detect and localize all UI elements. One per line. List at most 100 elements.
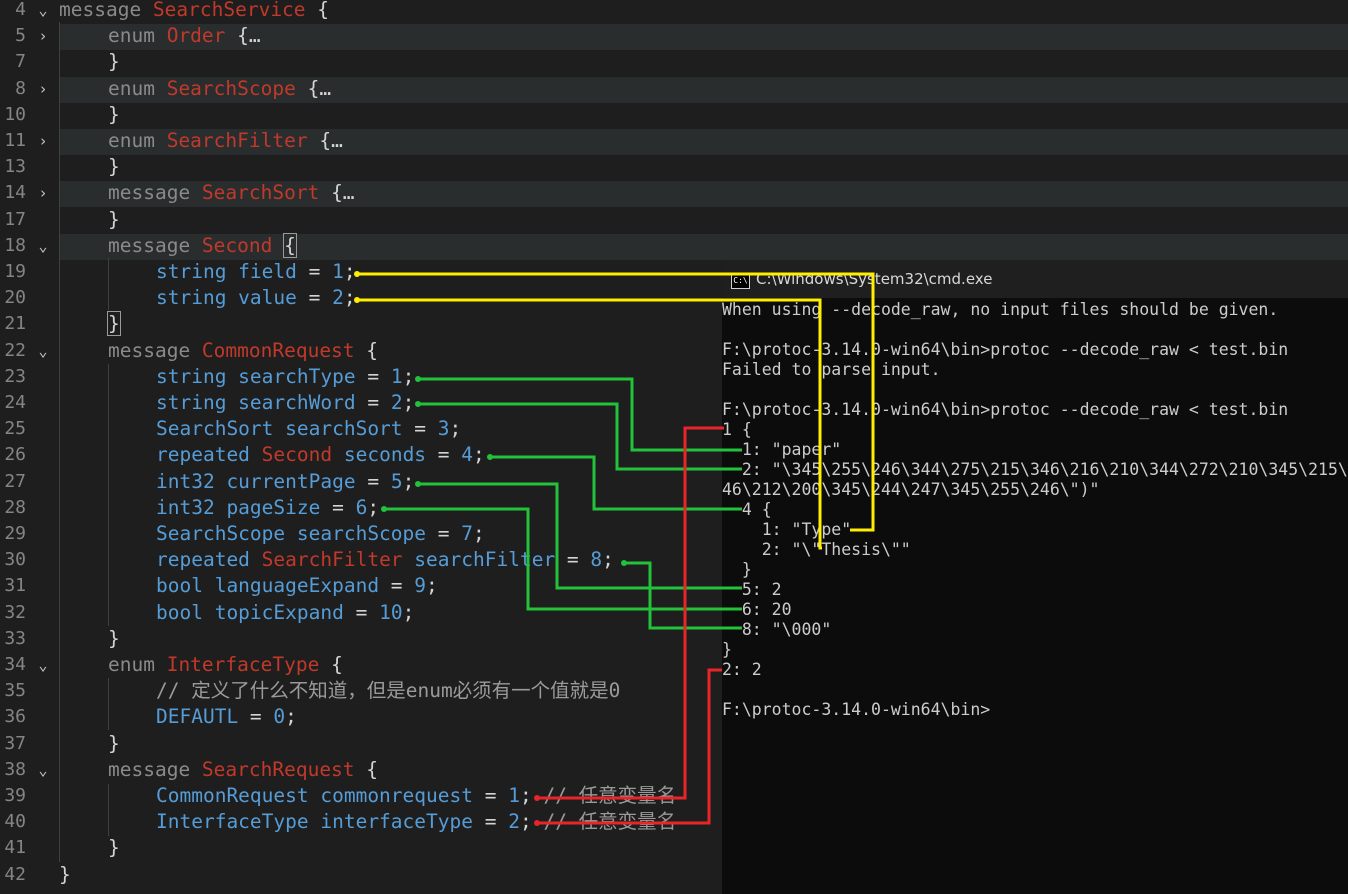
terminal-title-bar[interactable]: C:\ C:\Windows\System32\cmd.exe: [722, 260, 1348, 298]
code-line[interactable]: 18⌄message Second {: [4, 232, 1348, 260]
code-token: =: [472, 810, 509, 834]
code-token: SearchRequest: [201, 757, 355, 781]
code-text: int32 pageSize = 6;: [156, 496, 379, 520]
code-token: ;: [473, 522, 485, 545]
code-line[interactable]: 21}: [0, 311, 1348, 338]
yellow-connector-field: [357, 272, 875, 532]
code-token: bool languageExpand: [156, 574, 380, 598]
line-number: 33: [4, 627, 26, 649]
chevron-down-icon[interactable]: ⌄: [38, 760, 48, 779]
line-number: 38: [4, 758, 26, 780]
code-token: SearchSort searchSort: [156, 417, 403, 441]
chevron-right-icon[interactable]: ›: [38, 184, 48, 203]
code-text: enum Order {…: [108, 24, 261, 48]
code-token: =: [296, 286, 333, 310]
code-line[interactable]: 22⌄message CommonRequest {: [0, 339, 1348, 365]
code-line[interactable]: 25 SearchSort searchSort = 3;: [0, 417, 1348, 443]
code-token: enum: [108, 24, 167, 48]
yellow-connector-value: [357, 298, 822, 550]
code-token: SearchScope: [166, 76, 296, 100]
chevron-down-icon[interactable]: ⌄: [38, 656, 48, 674]
terminal-line: Failed to parse input.: [722, 360, 941, 379]
line-number: 42: [4, 863, 26, 885]
code-line[interactable]: 14›message SearchSort {…: [4, 181, 1348, 208]
cmd-terminal-window[interactable]: C:\ C:\Windows\System32\cmd.exe When usi…: [722, 260, 1348, 894]
code-line[interactable]: 34⌄enum InterfaceType {: [0, 653, 1348, 679]
green-connector-seconds-dot: [487, 454, 493, 460]
code-text: enum SearchScope {…: [108, 77, 331, 101]
code-token: message: [108, 338, 202, 362]
line-number: 21: [4, 313, 26, 335]
code-line[interactable]: 26 repeated Second seconds = 4;: [0, 443, 1348, 469]
code-token: =: [320, 495, 356, 519]
code-text: DEFAUTL = 0;: [156, 705, 297, 729]
line-number: 40: [4, 811, 26, 833]
code-line[interactable]: 11›enum SearchFilter {…: [4, 129, 1348, 155]
code-line[interactable]: 5›enum Order {…: [15, 24, 1348, 51]
code-token: }: [108, 836, 120, 860]
chevron-right-icon[interactable]: ›: [38, 79, 48, 98]
line-number: 26: [4, 444, 26, 466]
code-token: 0: [273, 705, 286, 729]
code-token: enum: [108, 129, 167, 152]
code-text: SearchSort searchSort = 3;: [156, 417, 461, 441]
code-line[interactable]: 13}: [0, 155, 1348, 181]
code-line[interactable]: 10}: [0, 103, 1348, 129]
terminal-line: When using --decode_raw, no input files …: [722, 300, 1279, 319]
code-token: string searchType: [156, 364, 356, 388]
code-token: bool topicExpand: [156, 600, 344, 624]
code-line[interactable]: 35// 定义了什么不知道，但是enum必须有一个值就是0: [0, 679, 1348, 705]
code-token: {…: [307, 129, 343, 152]
code-token: 9: [414, 574, 427, 598]
line-number: 41: [4, 837, 26, 859]
code-line[interactable]: 33}: [0, 627, 1348, 653]
code-token: =: [238, 705, 274, 729]
code-line[interactable]: 17}: [0, 208, 1348, 234]
red-connector-commonrequest: [537, 426, 724, 800]
code-line[interactable]: 7}: [0, 50, 1348, 76]
code-text: string value = 2;: [156, 286, 356, 310]
chevron-down-icon[interactable]: ⌄: [38, 1, 48, 19]
code-line[interactable]: 42}: [0, 863, 1348, 889]
line-number: 17: [4, 208, 26, 230]
code-line[interactable]: 37}: [0, 732, 1348, 758]
code-token: }: [108, 50, 120, 74]
code-token: {: [305, 0, 330, 21]
code-token: ;: [402, 364, 415, 388]
chevron-right-icon[interactable]: ›: [38, 132, 48, 150]
code-text: bool languageExpand = 9;: [156, 574, 438, 598]
code-token: ;: [402, 600, 415, 624]
code-line[interactable]: 4⌄message SearchService {: [0, 0, 1348, 24]
chevron-down-icon[interactable]: ⌄: [38, 236, 48, 255]
code-text: SearchScope searchScope = 7;: [156, 522, 485, 546]
terminal-line: 4 {: [722, 500, 772, 519]
chevron-down-icon[interactable]: ⌄: [38, 341, 48, 360]
green-connector-search-type-dot: [415, 376, 421, 382]
line-number: 13: [4, 156, 26, 178]
line-number: 25: [4, 418, 26, 440]
chevron-right-icon[interactable]: ›: [38, 27, 48, 46]
code-token: {: [319, 653, 343, 676]
yellow-connector-value-dot: [354, 297, 360, 303]
yellow-connector-field-dot: [354, 271, 360, 277]
green-connector-search-word: [418, 402, 742, 471]
code-line[interactable]: 41}: [0, 836, 1348, 862]
code-token: Order: [166, 24, 226, 48]
code-token: ;: [473, 443, 485, 467]
code-line[interactable]: 38⌄message SearchRequest {: [0, 758, 1348, 784]
code-text: repeated Second seconds = 4;: [156, 443, 485, 467]
code-token: Second: [261, 443, 333, 467]
code-line[interactable]: 8›enum SearchScope {…: [15, 76, 1348, 103]
